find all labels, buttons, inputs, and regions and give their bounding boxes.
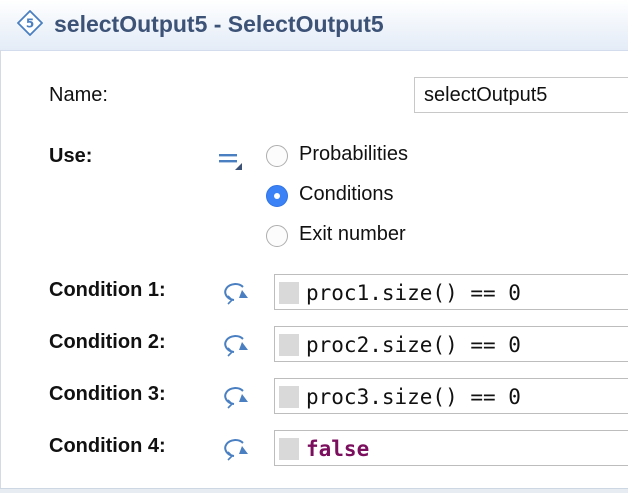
name-field[interactable]: selectOutput5 xyxy=(414,77,628,113)
code-marker xyxy=(279,438,299,460)
radio-label: Probabilities xyxy=(299,143,408,165)
condition-1-label: Condition 1: xyxy=(49,279,166,301)
use-label: Use: xyxy=(49,145,93,167)
condition-1-code: proc1.size() == 0 xyxy=(306,281,521,305)
select-output-icon: 5 xyxy=(17,10,43,36)
radio-button[interactable] xyxy=(266,145,288,167)
radio-label: Exit number xyxy=(299,223,406,245)
properties-header: 5 selectOutput5 - SelectOutput5 xyxy=(0,0,628,51)
condition-2-code: proc2.size() == 0 xyxy=(306,333,521,357)
condition-3-field[interactable]: proc3.size() == 0 xyxy=(274,378,628,414)
condition-2-label: Condition 2: xyxy=(49,331,166,353)
condition-2-field[interactable]: proc2.size() == 0 xyxy=(274,326,628,362)
code-marker xyxy=(279,386,299,408)
dynamic-value-icon[interactable] xyxy=(218,277,252,307)
dynamic-value-icon[interactable] xyxy=(218,381,252,411)
name-label: Name: xyxy=(49,84,108,106)
condition-3-label: Condition 3: xyxy=(49,383,166,405)
condition-4-code: false xyxy=(306,437,370,461)
dynamic-value-icon[interactable] xyxy=(218,329,252,359)
panel-border xyxy=(0,50,1,492)
panel-bottom-border xyxy=(0,488,628,493)
dynamic-value-icon[interactable] xyxy=(218,433,252,463)
svg-text:5: 5 xyxy=(26,17,34,31)
code-marker xyxy=(279,282,299,304)
radio-button-selected[interactable] xyxy=(266,185,288,207)
radio-label: Conditions xyxy=(299,183,394,205)
condition-1-field[interactable]: proc1.size() == 0 xyxy=(274,274,628,310)
condition-4-label: Condition 4: xyxy=(49,435,166,457)
code-marker xyxy=(279,334,299,356)
condition-3-code: proc3.size() == 0 xyxy=(306,385,521,409)
page-title: selectOutput5 - SelectOutput5 xyxy=(54,11,384,37)
equals-icon[interactable] xyxy=(218,148,244,174)
radio-button[interactable] xyxy=(266,225,288,247)
condition-4-field[interactable]: false xyxy=(274,430,628,466)
